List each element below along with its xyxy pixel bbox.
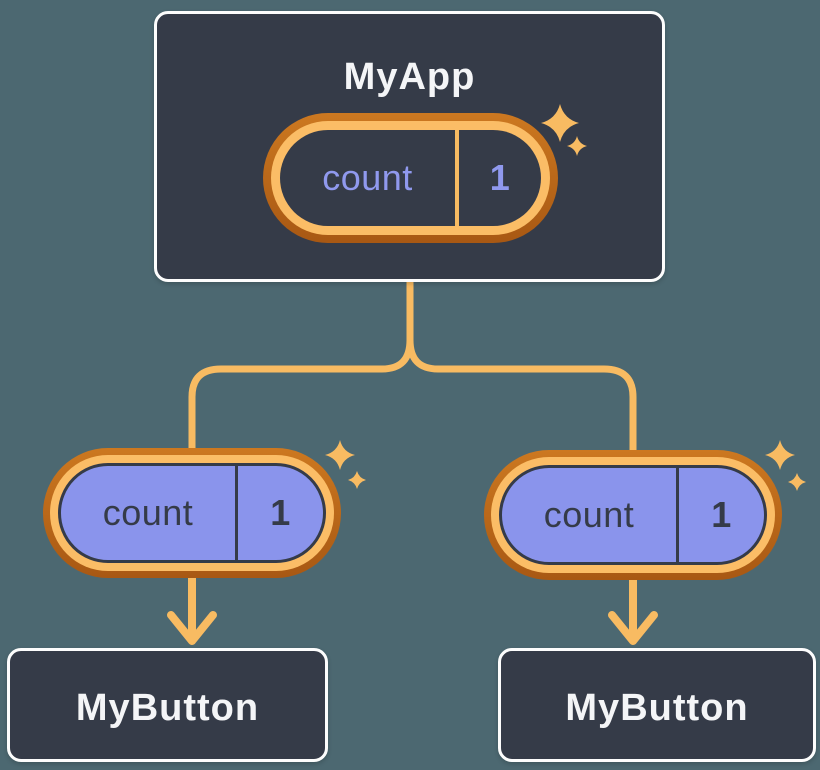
state-pill-divider [235,466,238,560]
node-title: MyButton [75,687,260,729]
connector-branch-left [188,280,414,452]
state-value: 1 [270,492,291,533]
state-value: 1 [489,157,511,198]
state-pill-root: count 1 [263,113,558,243]
state-pill-divider [676,468,679,562]
state-name: count [102,492,194,533]
state-pill-child-right: count 1 [484,450,782,580]
state-pill-body: count 1 [58,463,326,563]
node-title: MyApp [343,56,476,98]
state-pill-divider [455,130,459,226]
state-value: 1 [711,494,732,535]
arrow-down-icon [608,566,658,645]
node-mybutton-left: MyButton [7,648,328,762]
state-pill-ring: count 1 [271,121,550,235]
state-name: count [543,494,635,535]
node-mybutton-right: MyButton [498,648,816,762]
state-pill-ring: count 1 [491,457,775,573]
arrow-down-icon [167,566,217,645]
state-pill-ring: count 1 [50,455,334,571]
state-name: count [322,157,413,198]
state-pill-body: count 1 [499,465,767,565]
state-pill-body: count 1 [280,130,541,226]
connector-branch-right [406,280,637,452]
node-title: MyButton [565,687,749,729]
state-pill-child-left: count 1 [43,448,341,578]
